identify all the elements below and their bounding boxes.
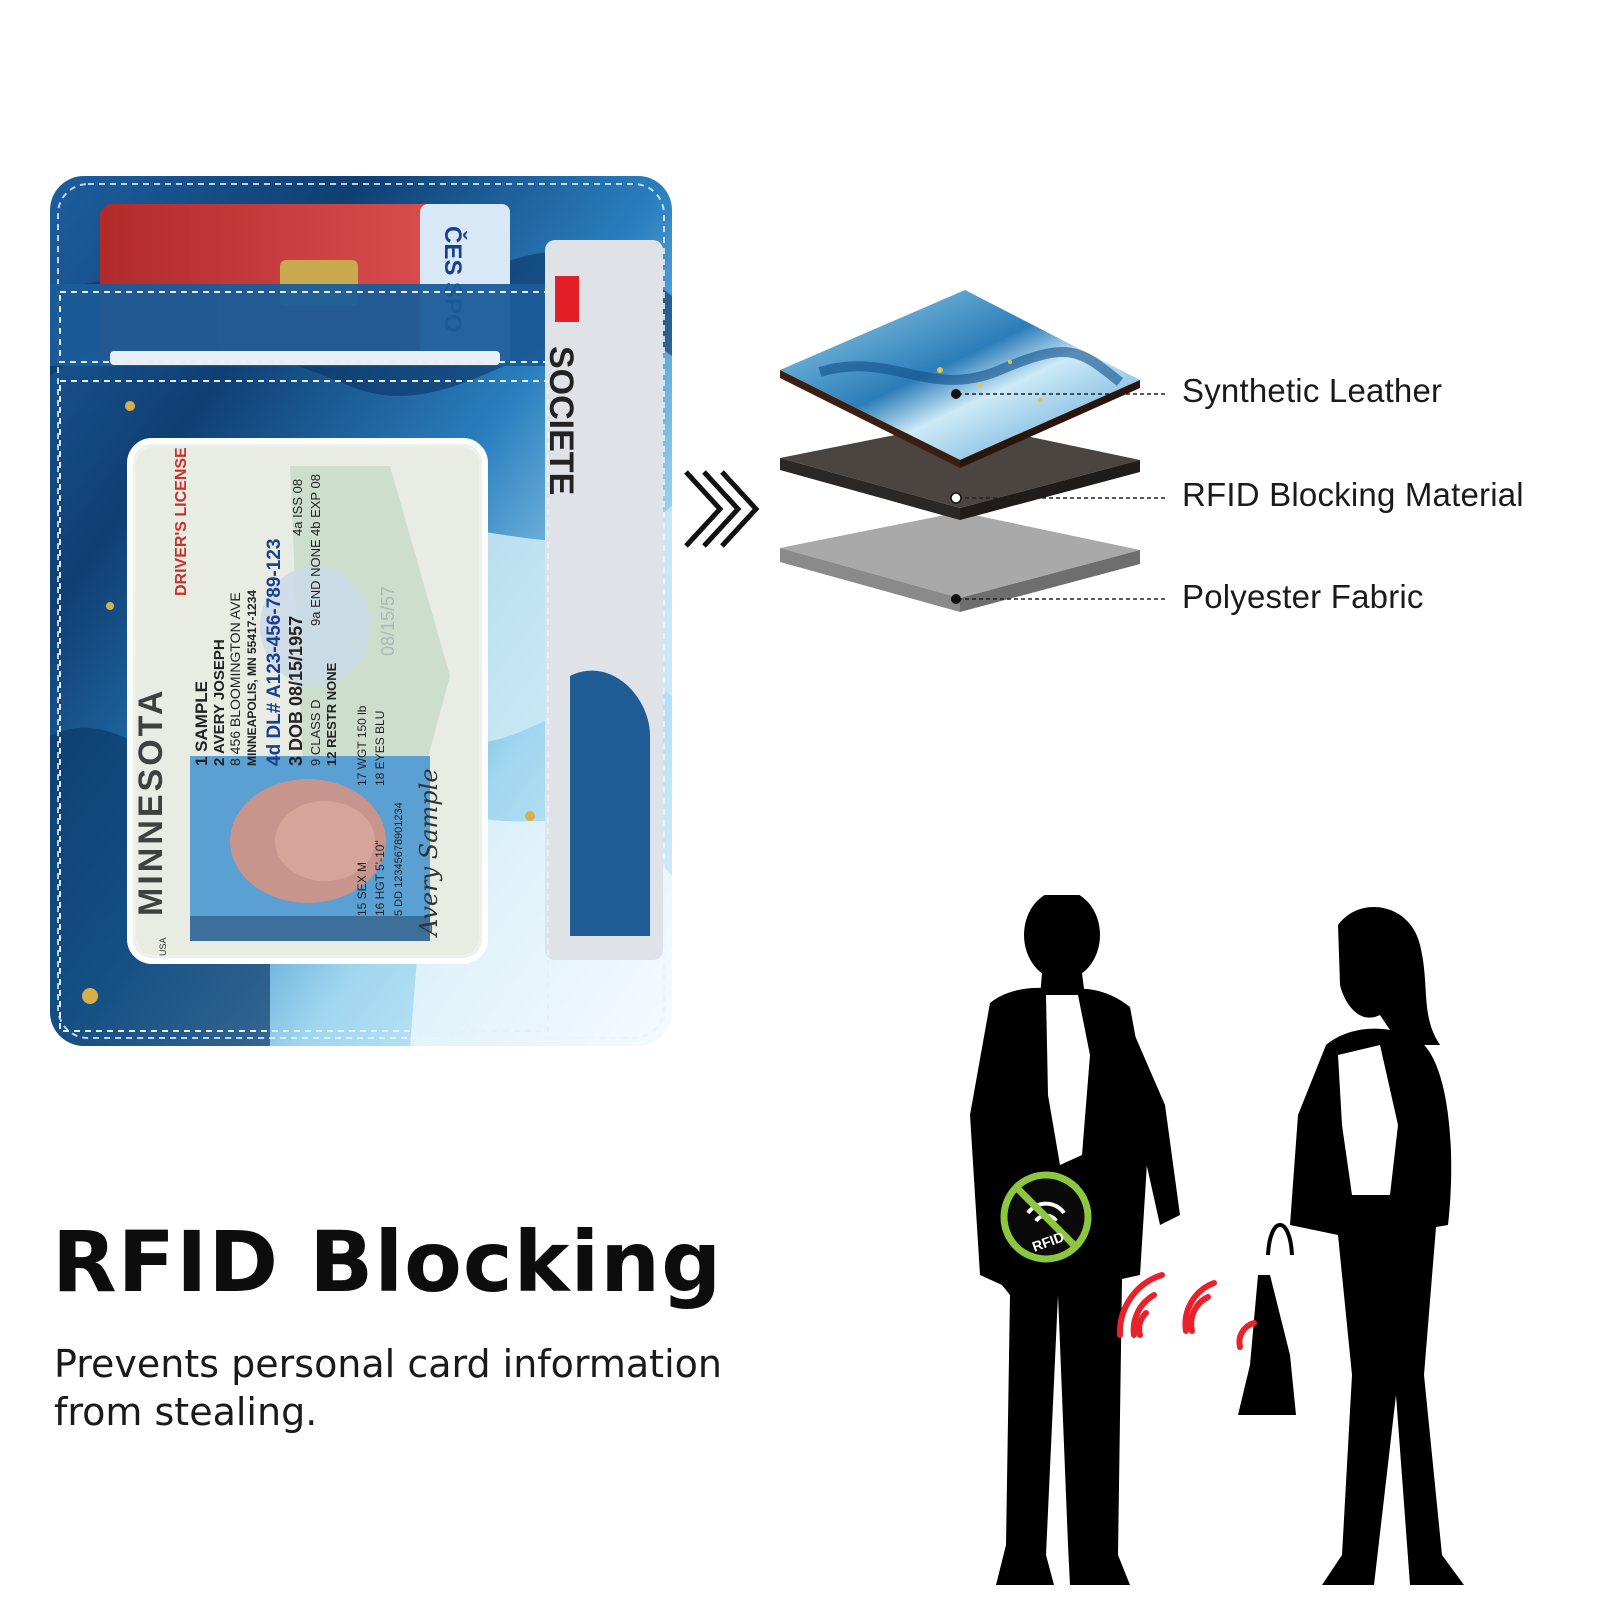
rfid-theft-scene: RFID [970, 895, 1464, 1585]
material-layers-diagram: Synthetic Leather RFID Blocking Material… [780, 290, 1600, 680]
polyester-fabric-layer [780, 512, 1140, 612]
id-line-1: 1 SAMPLE [192, 681, 211, 766]
rfid-blocked-badge: RFID [1000, 1171, 1092, 1263]
id-line-4: MINNEAPOLIS, MN 55417-1234 [245, 590, 259, 766]
layer-label-polyester-fabric: Polyester Fabric [1182, 578, 1424, 615]
subheadline: Prevents personal card information from … [54, 1342, 722, 1434]
id-exp: 4b EXP 08 [308, 474, 323, 536]
woman-silhouette [1290, 906, 1464, 1585]
headline: RFID Blocking [52, 1213, 723, 1311]
side-card-text: SOCIETE [542, 346, 580, 495]
id-iss: 4a ISS 08 [290, 479, 305, 536]
layer-label-synthetic-leather: Synthetic Leather [1182, 372, 1443, 409]
id-hgt: 16 HGT 5'-10" [373, 840, 387, 916]
id-class: 9 CLASS D [308, 700, 323, 766]
id-sex: 15 SEX M [355, 862, 369, 916]
id-dd: 5 DD 12345678901234 [393, 802, 405, 916]
man-silhouette [970, 895, 1180, 1585]
id-eyes: 18 EYES BLU [373, 711, 387, 786]
id-line-3: 8 456 BLOOMINGTON AVE [227, 592, 243, 766]
id-country: USA [158, 937, 168, 956]
id-end: 9a END NONE [308, 539, 323, 626]
layer-label-rfid-blocking-material: RFID Blocking Material [1182, 476, 1524, 513]
triple-chevron-right-icon [684, 470, 760, 548]
id-state: MINNESOTA [132, 688, 170, 916]
id-line-2: 2 AVERY JOSEPH [211, 639, 228, 766]
man-shirt [1046, 995, 1090, 1165]
layers-stack [780, 290, 1168, 612]
id-type: DRIVER'S LICENSE [173, 447, 190, 596]
id-restr: 12 RESTR NONE [324, 662, 339, 766]
handbag-icon [1238, 1223, 1296, 1415]
rfid-signal-waves-icon [1116, 1272, 1257, 1350]
id-signature: Avery Sample [415, 768, 443, 938]
woman-shirt [1338, 1045, 1398, 1195]
synthetic-leather-layer [780, 290, 1140, 468]
rfid-wallet-illustration: ČES SPO SOCIETE MINNESOTA DRIVER'S LICEN… [50, 176, 672, 1046]
id-dob: 3 DOB 08/15/1957 [286, 616, 306, 766]
id-ghost-dob: 08/15/57 [378, 586, 398, 656]
id-wgt: 17 WGT 150 lb [355, 705, 369, 786]
id-dl-number: 4d DL# A123-456-789-123 [264, 539, 285, 766]
